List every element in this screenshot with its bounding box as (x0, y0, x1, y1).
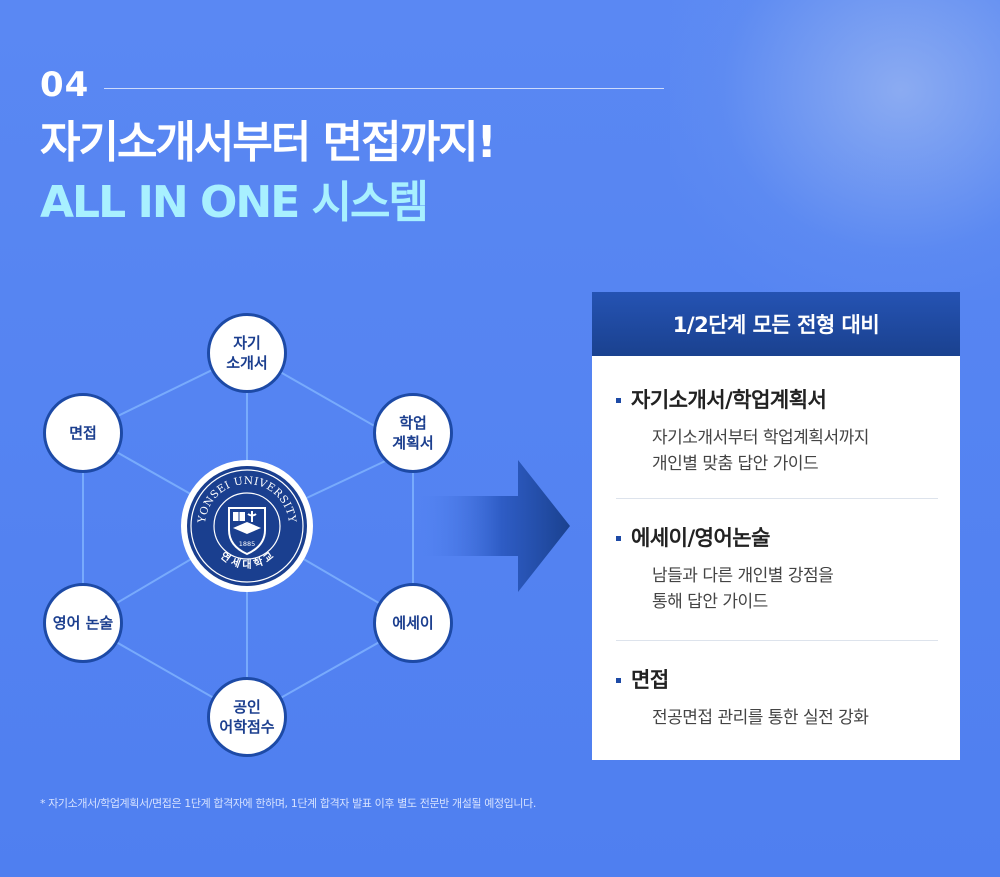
card-item-interview: 면접 전공면접 관리를 통한 실전 강화 (616, 664, 938, 732)
section-number: 04 (40, 65, 90, 105)
headline-line-2: ALL IN ONE 시스템 (40, 177, 429, 228)
node-essay: 에세이 (373, 583, 453, 663)
bullet-icon (616, 677, 621, 683)
card-item-desc: 전공면접 관리를 통한 실전 강화 (652, 708, 869, 728)
seal-year-text: 1885 (239, 540, 256, 548)
node-language-score: 공인 어학점수 (207, 677, 287, 757)
card-item-title: 자기소개서/학업계획서 (631, 388, 827, 412)
arrow-right-icon (418, 460, 570, 592)
university-seal-logo: YONSEI UNIVERSITY 연 세 대 학 교 1885 (181, 460, 313, 592)
bullet-icon (616, 397, 621, 403)
card-item-desc: 자기소개서부터 학업계획서까지 개인별 맞춤 답안 가이드 (652, 428, 869, 474)
bullet-icon (616, 535, 621, 541)
footnote: * 자기소개서/학업계획서/면접은 1단계 합격자에 한하며, 1단계 합격자 … (40, 797, 536, 810)
node-study-plan: 학업 계획서 (373, 393, 453, 473)
node-self-intro: 자기 소개서 (207, 313, 287, 393)
section-divider (104, 88, 664, 89)
card-item-self-intro: 자기소개서/학업계획서 자기소개서부터 학업계획서까지 개인별 맞춤 답안 가이… (616, 384, 938, 477)
card-divider (616, 640, 938, 641)
node-interview: 면접 (43, 393, 123, 473)
seal-icon: YONSEI UNIVERSITY 연 세 대 학 교 1885 (187, 466, 307, 586)
headline-line-1: 자기소개서부터 면접까지! (40, 117, 497, 168)
info-card: 1/2단계 모든 전형 대비 자기소개서/학업계획서 자기소개서부터 학업계획서… (592, 292, 960, 760)
card-item-title: 에세이/영어논술 (631, 526, 770, 550)
node-english-essay: 영어 논술 (43, 583, 123, 663)
card-divider (616, 498, 938, 499)
card-header: 1/2단계 모든 전형 대비 (592, 292, 960, 356)
card-item-title: 면접 (631, 668, 669, 692)
card-item-essay: 에세이/영어논술 남들과 다른 개인별 강점을 통해 답안 가이드 (616, 522, 938, 615)
card-item-desc: 남들과 다른 개인별 강점을 통해 답안 가이드 (652, 566, 834, 612)
background-photo (670, 0, 1000, 300)
